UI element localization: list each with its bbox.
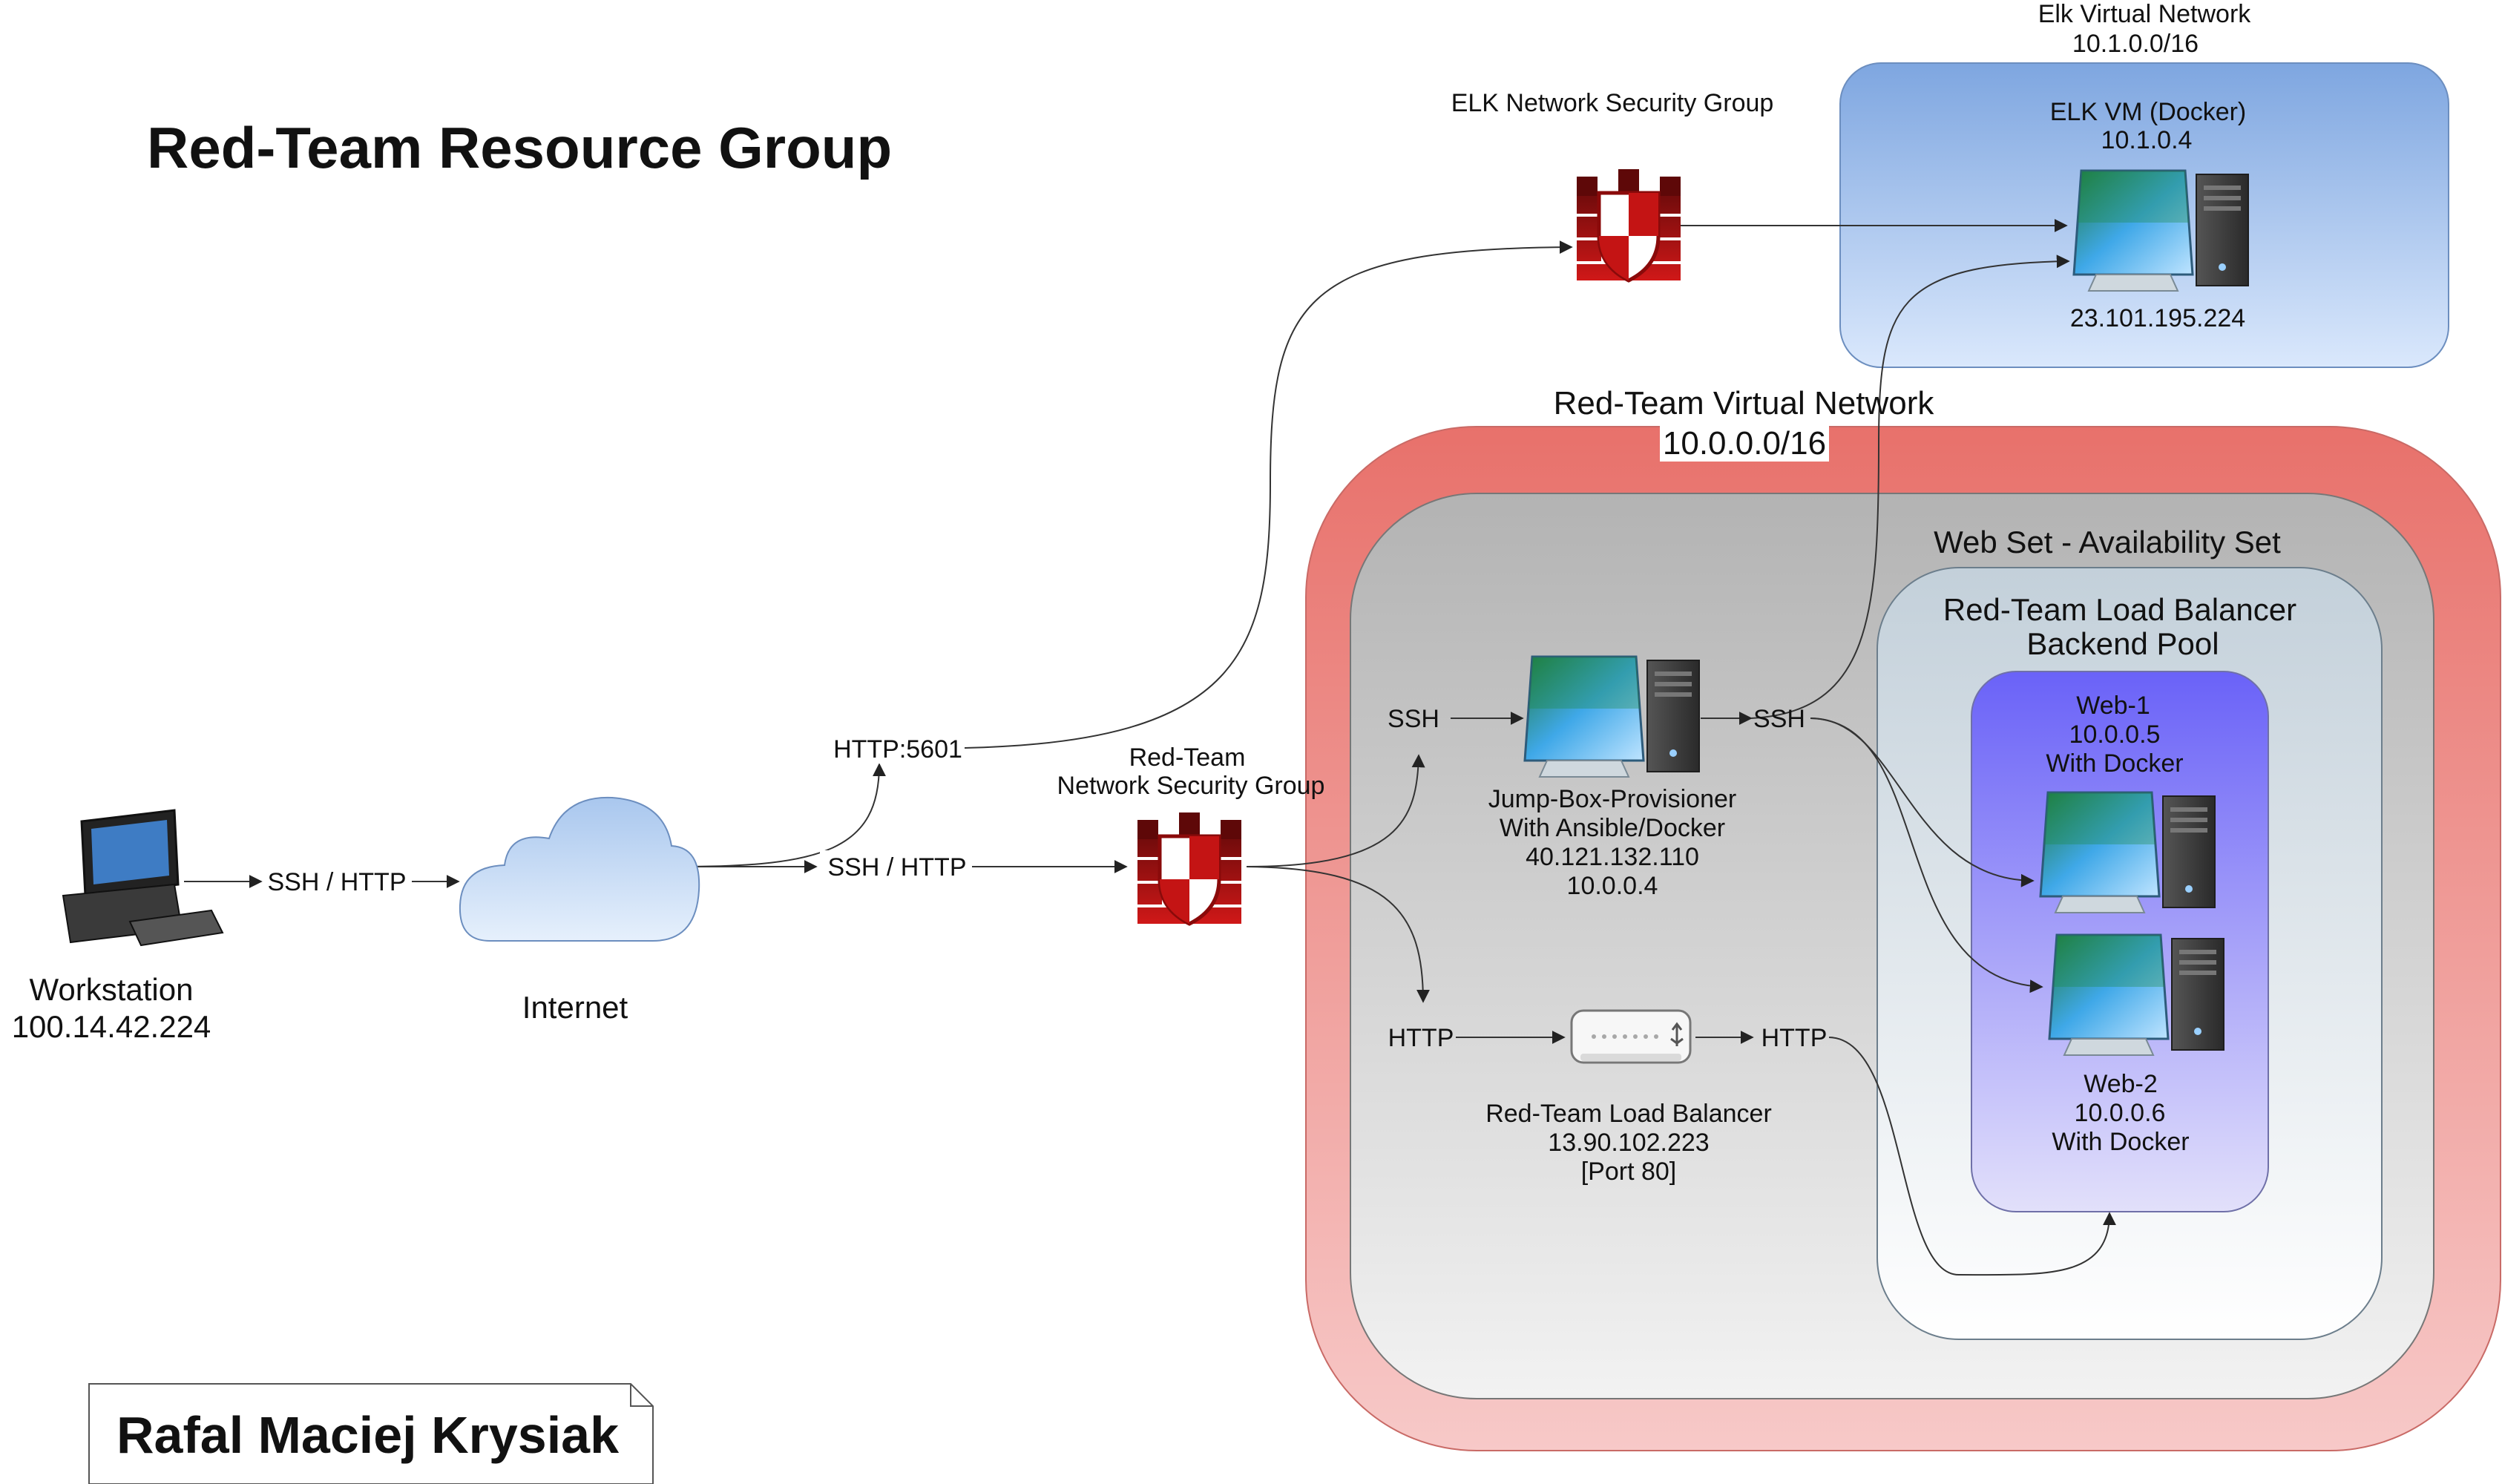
jumpbox-name: Jump-Box-Provisioner: [1488, 785, 1736, 813]
web2-desc: With Docker: [2052, 1128, 2189, 1156]
load-balancer-name: Red-Team Load Balancer: [1485, 1100, 1772, 1128]
web2-ip: 10.0.0.6: [2075, 1099, 2166, 1127]
edge-label-ssh-out: SSH: [1753, 705, 1805, 733]
internet-cloud-icon: [459, 796, 700, 942]
edge-http5601-to-elk-nsg: [964, 240, 1573, 749]
elk-vnet-title: Elk Virtual Network: [2038, 0, 2252, 28]
red-vnet-title: Red-Team Virtual Network: [1554, 385, 1935, 421]
red-nsg-firewall-icon: [1137, 812, 1241, 924]
edge-label-ssh-in: SSH: [1388, 705, 1439, 733]
red-vnet-cidr-bg: [1660, 423, 1829, 462]
web2-vm-icon: [2048, 933, 2225, 1057]
author-note: [88, 1383, 654, 1484]
jumpbox-vm-icon: [1523, 655, 1701, 778]
jumpbox-public-ip: 40.121.132.110: [1526, 843, 1699, 871]
edge-red-nsg-to-http: [1246, 866, 1430, 1003]
elk-vm-ip: 10.1.0.4: [2101, 126, 2193, 154]
edge-ssh-to-elk-vm: [1750, 255, 2070, 719]
web1-ip: 10.0.0.5: [2069, 720, 2161, 749]
author-name: Rafal Maciej Krysiak: [116, 1406, 619, 1464]
red-vnet-cidr: 10.0.0.0/16: [1663, 425, 1826, 462]
workstation-icon: [62, 809, 224, 947]
edge-red-nsg-to-ssh: [1246, 754, 1425, 867]
backend-pool-title-line1: Red-Team Load Balancer: [1943, 592, 2296, 627]
load-balancer-ip: 13.90.102.223: [1548, 1129, 1709, 1157]
web1-vm-icon: [2039, 791, 2216, 914]
edge-label-bg: [831, 732, 965, 764]
edge-ssh-to-web2: [1810, 718, 2043, 994]
internet-label: Internet: [522, 990, 628, 1025]
load-balancer-port: [Port 80]: [1581, 1158, 1677, 1186]
edge-http-to-backend-pool: [1828, 1037, 2116, 1276]
edge-internet-to-http5601: [678, 763, 886, 867]
page-title: Red-Team Resource Group: [147, 115, 892, 180]
edge-label-http-out: HTTP: [1761, 1024, 1828, 1052]
red-nsg-label-line1: Red-Team: [1129, 743, 1246, 772]
jumpbox-private-ip: 10.0.0.4: [1567, 872, 1658, 900]
edge-label-internet-nsg: SSH / HTTP: [827, 853, 966, 881]
jumpbox-desc: With Ansible/Docker: [1500, 814, 1725, 842]
elk-vm-public-ip: 23.101.195.224: [2070, 304, 2245, 332]
web2-name: Web-2: [2084, 1070, 2158, 1098]
web-set-title: Web Set - Availability Set: [1934, 525, 2281, 559]
backend-pool-title-line2: Backend Pool: [2026, 626, 2219, 661]
workstation-ip: 100.14.42.224: [12, 1009, 211, 1044]
elk-nsg-label: ELK Network Security Group: [1451, 89, 1774, 117]
elk-vm-name: ELK VM (Docker): [2050, 98, 2247, 126]
web1-desc: With Docker: [2046, 749, 2183, 778]
red-nsg-label-line2: Network Security Group: [1057, 772, 1325, 800]
load-balancer-icon: [1570, 1009, 1692, 1064]
web1-name: Web-1: [2076, 692, 2150, 720]
edge-label-workstation-internet: SSH / HTTP: [267, 868, 406, 896]
elk-vm-icon: [2072, 169, 2250, 292]
edge-label-bg: [263, 865, 410, 896]
edge-label-http5601: HTTP:5601: [833, 735, 962, 764]
elk-nsg-firewall-icon: [1577, 169, 1681, 280]
edge-label-http-in: HTTP: [1388, 1024, 1454, 1052]
edge-label-bg: [820, 850, 970, 881]
author-note-fold: [630, 1384, 653, 1407]
elk-vnet-cidr: 10.1.0.0/16: [2072, 30, 2199, 58]
workstation-label: Workstation: [30, 972, 194, 1007]
